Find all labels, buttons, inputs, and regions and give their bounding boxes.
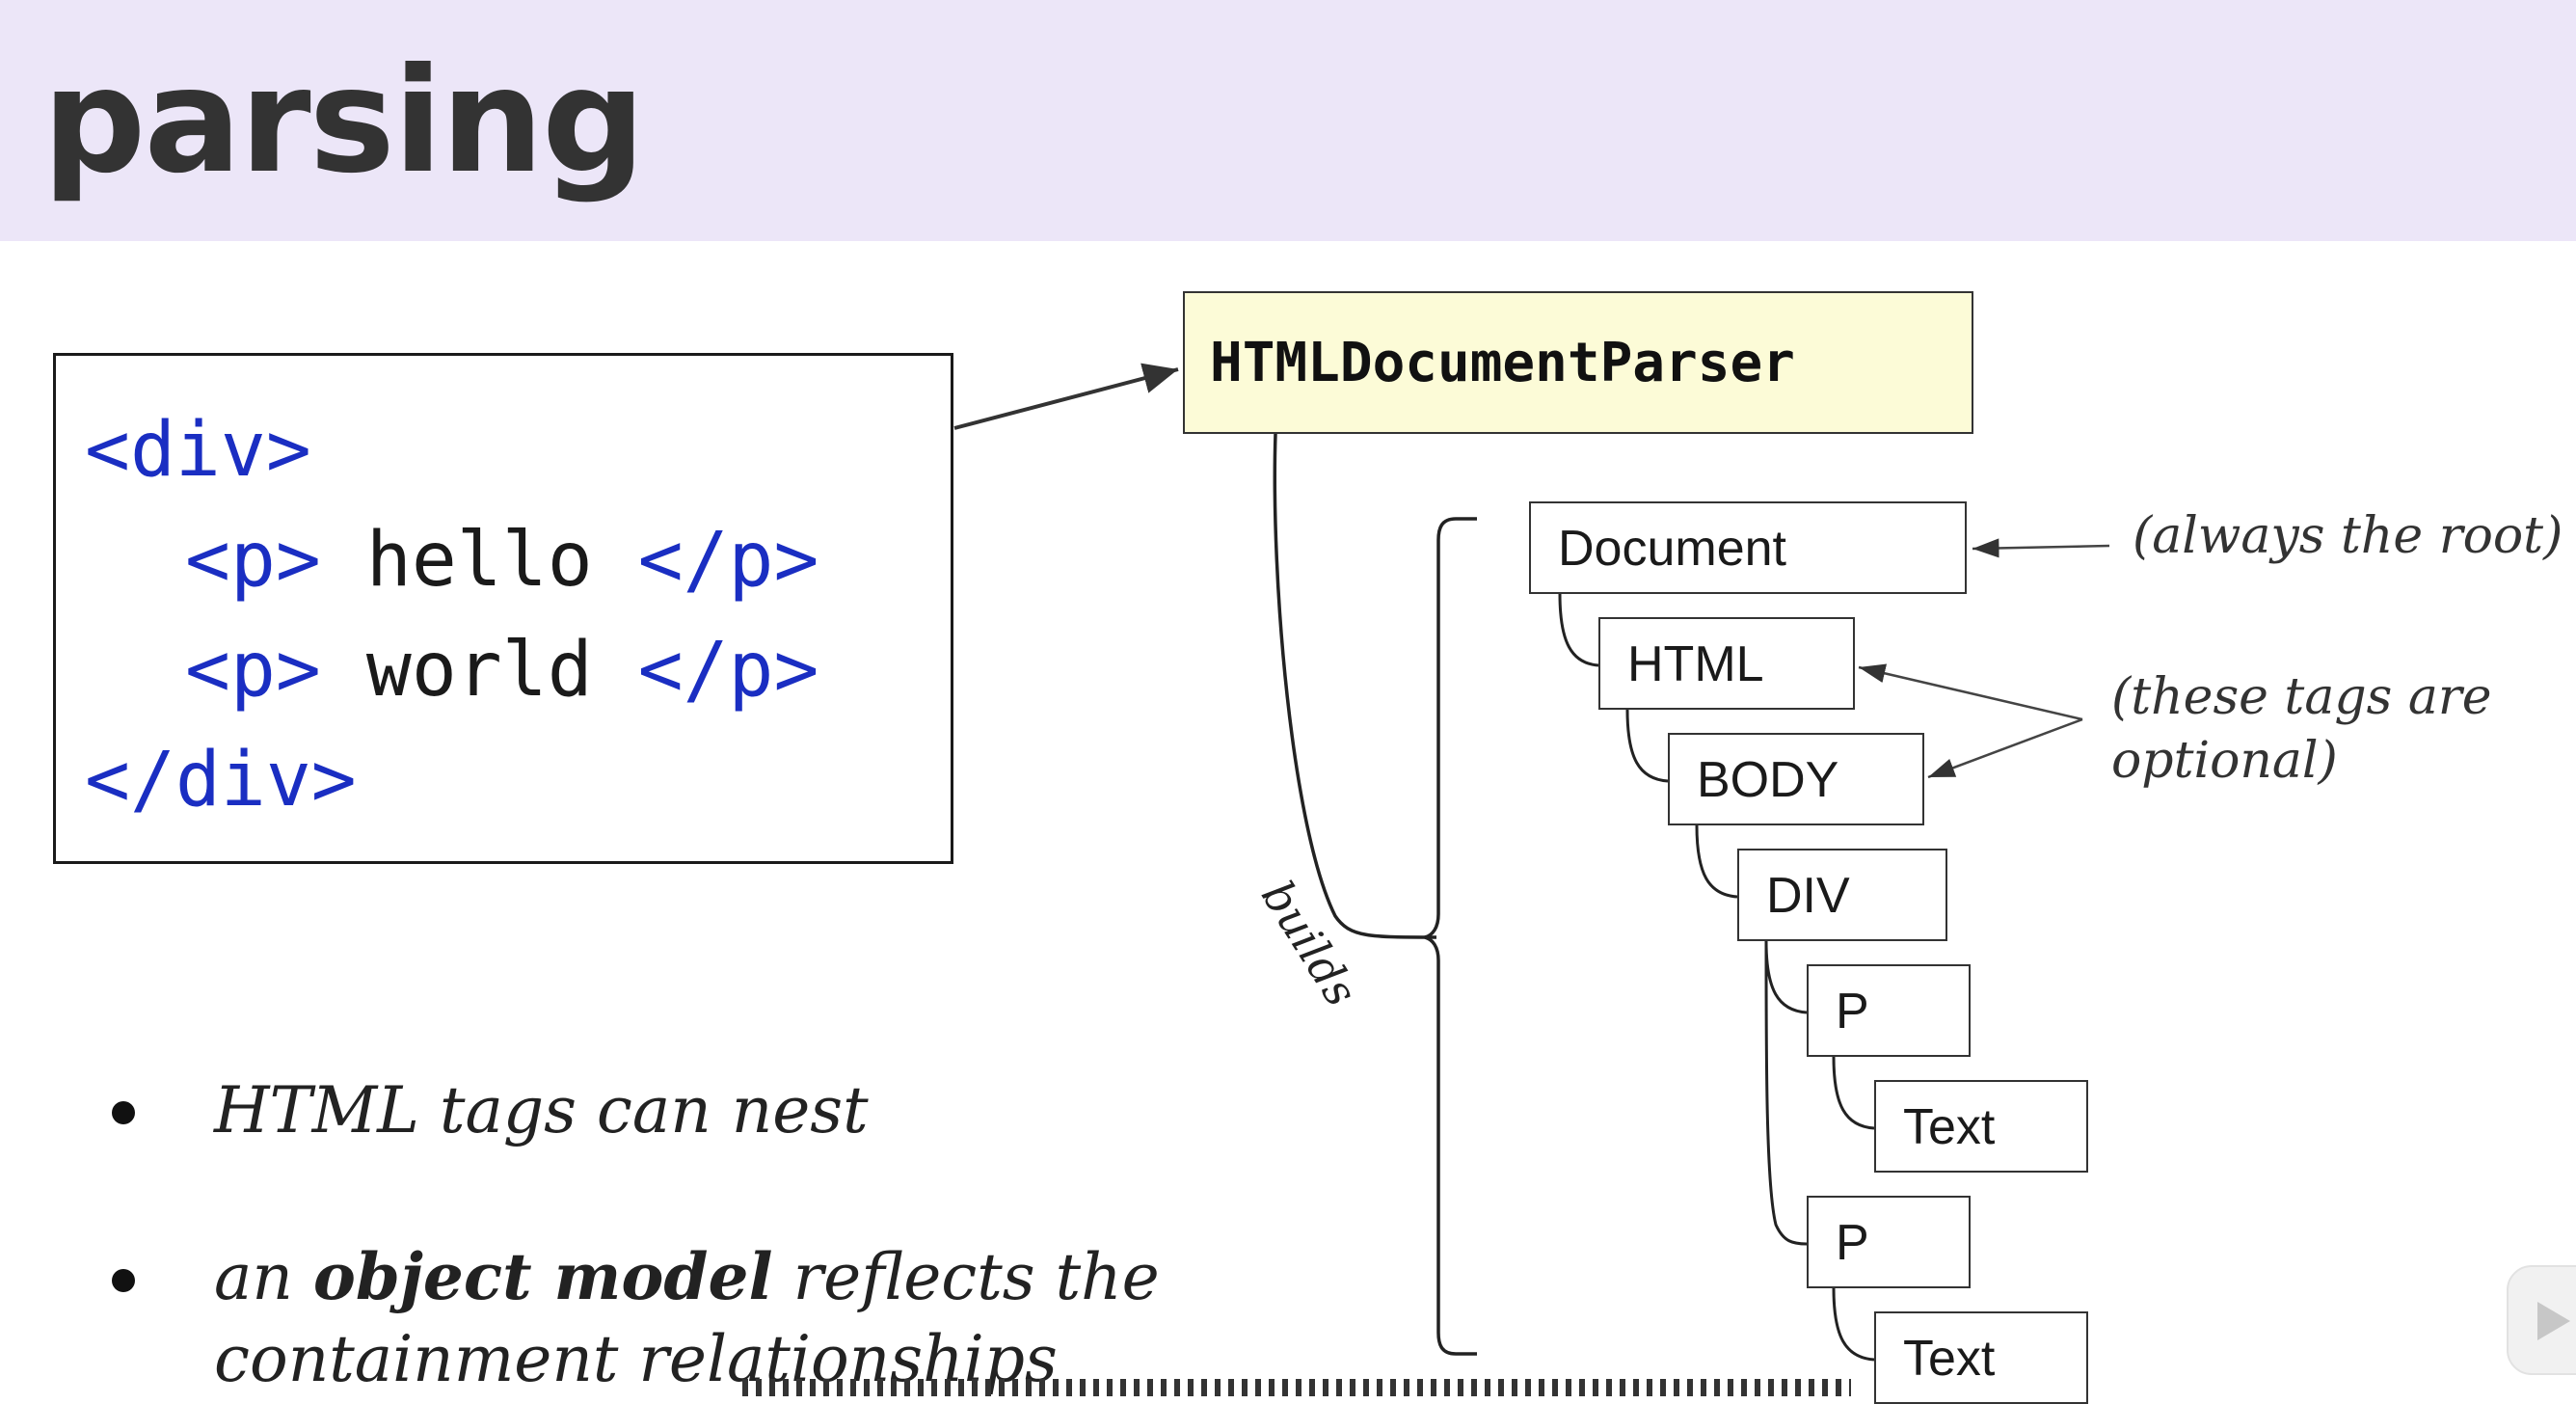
- node-label: BODY: [1697, 752, 1839, 808]
- code-text: world: [365, 627, 593, 714]
- tree-node-text: Text: [1874, 1080, 2088, 1173]
- tree-node-div: DIV: [1737, 849, 1947, 941]
- bullet-2-line-1: an object model reflects the: [214, 1234, 1160, 1320]
- code-tag: <p>: [185, 517, 321, 604]
- tree-node-p: P: [1807, 1196, 1971, 1288]
- code-line-1: <div>: [85, 402, 311, 499]
- code-line-4: </div>: [85, 732, 357, 828]
- slide-title: parsing: [42, 38, 645, 205]
- code-tag: </p>: [637, 627, 819, 714]
- parser-label: HTMLDocumentParser: [1210, 332, 1795, 394]
- root-note-arrow: [1972, 538, 2110, 558]
- connector-div-p1: [1764, 940, 1808, 1014]
- html-code-box: <div> <p> hello </p> <p> world </p> </di…: [53, 353, 953, 864]
- builds-curve: [1273, 433, 1437, 939]
- connector-p1-text1: [1832, 1056, 1875, 1130]
- optional-note-line-1: (these tags are: [2111, 668, 2492, 726]
- bullet-2-pre: an: [214, 1240, 313, 1314]
- play-icon: [2537, 1302, 2570, 1340]
- bullet-icon: [112, 1269, 135, 1292]
- code-tag: <div>: [85, 407, 311, 494]
- code-tag: <p>: [185, 627, 321, 714]
- node-label: Text: [1903, 1331, 1996, 1387]
- connector-body-div: [1695, 824, 1738, 899]
- title-bar: parsing: [0, 0, 2576, 241]
- optional-note-arrow-html: [1858, 663, 2083, 721]
- bullet-icon: [112, 1101, 135, 1124]
- connector-document-html: [1558, 593, 1599, 667]
- tree-node-html: HTML: [1598, 617, 1855, 710]
- subtitle-overlay-fragment: [742, 1379, 1851, 1396]
- code-tag: </p>: [637, 517, 819, 604]
- player-control[interactable]: [2507, 1265, 2576, 1375]
- html-document-parser-box: HTMLDocumentParser: [1183, 291, 1973, 434]
- bullet-1: HTML tags can nest: [214, 1073, 869, 1148]
- node-label: Text: [1903, 1099, 1996, 1155]
- tree-node-body: BODY: [1668, 733, 1924, 825]
- connector-p2-text2: [1832, 1287, 1875, 1362]
- tree-node-document: Document: [1529, 501, 1967, 594]
- code-line-2: <p> hello </p>: [185, 512, 818, 608]
- node-label: Document: [1558, 521, 1786, 577]
- connector-div-p2: [1764, 940, 1808, 1246]
- optional-note-line-2: optional): [2111, 732, 2338, 790]
- code-line-3: <p> world </p>: [185, 622, 818, 718]
- arrow-to-parser: [953, 363, 1179, 430]
- optional-note-arrow-body: [1927, 717, 2083, 779]
- node-label: P: [1836, 984, 1869, 1040]
- node-label: HTML: [1627, 636, 1764, 692]
- tree-bracket: [1424, 517, 1477, 1356]
- code-tag: </div>: [85, 737, 357, 824]
- root-note: (always the root): [2133, 507, 2563, 565]
- tree-node-p: P: [1807, 964, 1971, 1057]
- connector-html-body: [1625, 709, 1669, 783]
- node-label: DIV: [1766, 868, 1850, 924]
- bullet-2-post: reflects the: [772, 1240, 1160, 1314]
- bullet-2-emphasis: object model: [312, 1239, 773, 1314]
- tree-node-text: Text: [1874, 1311, 2088, 1404]
- node-label: P: [1836, 1215, 1869, 1271]
- code-text: hello: [365, 517, 593, 604]
